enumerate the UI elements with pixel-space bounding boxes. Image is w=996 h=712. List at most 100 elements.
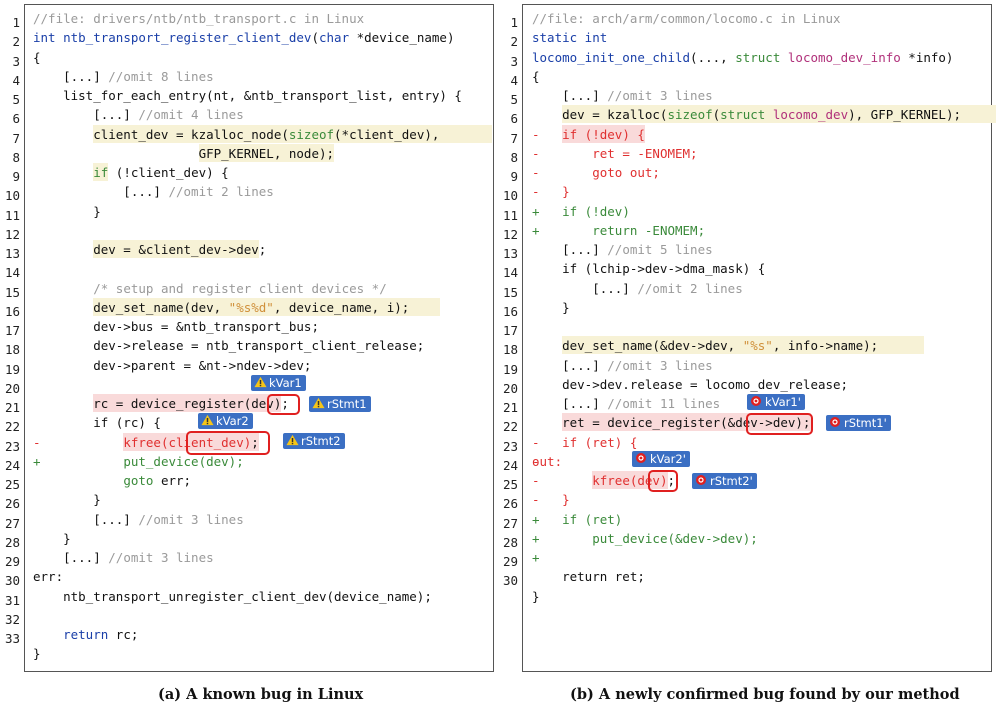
code-line: int ntb_transport_register_client_dev(ch… [33,28,454,47]
code-highlight [562,105,996,124]
line-number: 5 [12,92,20,107]
line-number: 6 [510,111,518,127]
code-token-plain: dev->parent = &nt->ndev->dev; [33,357,312,373]
code-token-comment: //omit 3 lines [108,550,214,565]
line-number: 24 [502,457,518,473]
code-token-plain: { [33,49,41,65]
code-token-plain [532,146,592,161]
bug-icon [636,453,646,463]
line-number: 26 [4,496,20,512]
diff-removed-marker: - [532,184,540,200]
code-line: [...] //omit 5 lines [532,240,713,259]
line-number: 28 [502,534,518,550]
code-token-keyword: char [319,30,350,46]
code-line: //file: arch/arm/common/locomo.c in Linu… [532,9,841,28]
code-token-plain: } [33,203,101,219]
code-token-plain: } [532,299,570,315]
line-number: 4 [510,72,518,88]
line-number: 8 [510,149,518,165]
code-token-minus: if (ret) { [562,434,638,450]
code-line: [...] //omit 3 lines [532,356,713,375]
code-token-comment: //omit 2 lines [637,280,743,296]
rstmt2-badge: rStmt2 [283,433,345,449]
code-token-plain: [...] [33,184,169,200]
line-number: 7 [12,130,20,146]
line-number: 19 [502,361,518,377]
line-number: 12 [502,226,518,242]
code-line: } [33,202,101,221]
code-line: locomo_init_one_child(..., struct locomo… [532,48,953,67]
code-token-string: "%s%d" [228,299,274,315]
diff-removed-marker: - [33,434,41,450]
code-token-plain [532,531,592,546]
diff-added-marker: + [532,530,540,546]
code-token-plain: ( [311,30,319,46]
code-token-plus: put_device(&dev->dev); [592,530,758,546]
diff-added-marker: + [532,203,540,219]
line-number: 10 [502,188,518,204]
diff-removed-marker: - [532,453,540,469]
code-token-plain [33,165,93,180]
code-line: [...] //omit 3 lines [532,86,713,105]
code-line: err: [33,567,63,586]
kvar1-prime-label: kVar1' [765,395,801,409]
rstmt2-prime-label: rStmt2' [710,474,753,488]
diff-added-marker: + [532,550,540,565]
code-token-plain: [...] [532,88,608,103]
code-line: if (!client_dev) { [33,163,228,182]
line-number: 22 [502,419,518,435]
code-token-plain: [...] [532,396,608,411]
code-highlight [93,124,493,143]
line-number: 21 [502,400,518,415]
code-line: } [532,490,570,509]
code-line: dev = kzalloc(sizeof(struct locomo_dev),… [532,105,961,124]
code-token-plain: } [532,588,540,604]
code-line: dev_set_name(dev, "%s%d", device_name, i… [33,298,409,317]
code-token-plain [33,281,93,296]
code-token-struct-name: locomo_dev [772,107,849,123]
line-number: 23 [4,438,20,454]
code-token-plain: ( [712,107,721,123]
code-token-plain: dev->bus = &ntb_transport_bus; [33,319,319,334]
kvar1-label: kVar1 [269,376,302,390]
code-token-plain: *info) [900,49,954,65]
code-token-plain: [...] [532,357,608,373]
rstmt1-badge: rStmt1 [309,396,371,412]
warning-icon [286,434,299,446]
code-token-comment: //omit 3 lines [607,357,713,373]
code-line: list_for_each_entry(nt, &ntb_transport_l… [33,86,462,105]
code-token-plain: dev = &client_dev->dev; [33,242,267,257]
rstmt1-prime-badge: rStmt1' [826,415,891,431]
code-token-comment: //omit 2 lines [168,184,274,200]
code-line: dev->bus = &ntb_transport_bus; [33,317,319,336]
line-number: 2 [510,34,518,50]
bug-icon [751,396,761,406]
code-token-plain: ), GFP_KERNEL); [848,107,961,123]
diff-removed-marker: - [532,165,540,180]
line-number: 15 [4,284,20,300]
code-token-comment: /* setup and register client devices */ [93,280,387,296]
code-line: if (ret) [532,510,622,529]
line-number: 31 [4,592,20,608]
code-token-minus: } [562,492,570,508]
code-line: if (ret) { [532,433,637,452]
rstmt1-label: rStmt1 [327,397,367,411]
line-number: 20 [502,380,518,396]
code-token-plain: ret = device_register(&dev->dev); [532,415,811,431]
line-number: 20 [4,380,20,396]
code-highlight [562,336,924,355]
code-token-minus: goto out; [592,165,660,180]
code-token-function: ntb_transport_register_client_dev [63,30,312,46]
line-number: 18 [4,342,20,358]
code-line: [...] //omit 3 lines [33,548,214,567]
code-token-plain: ; [251,434,259,450]
code-line: return -ENOMEM; [532,221,705,240]
code-line: dev->parent = &nt->ndev->dev; [33,356,311,375]
code-line: } [532,298,570,317]
code-token-plain: [...] [532,242,608,257]
code-token-plain: err; [153,473,192,488]
code-token-plain: ntb_transport_unregister_client_dev(devi… [33,588,432,604]
code-token-plain: { [532,68,540,84]
code-token-plain [532,165,592,180]
code-highlight [198,143,335,162]
